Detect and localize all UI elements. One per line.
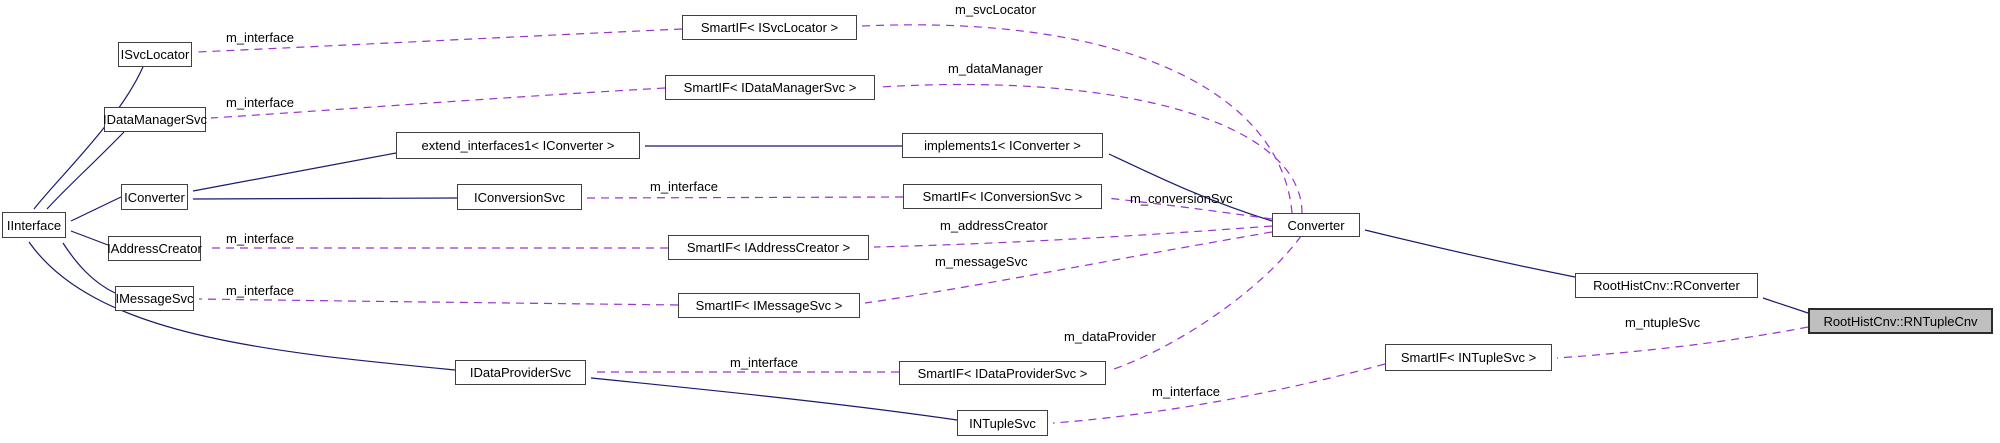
edge-label-m-interface-intuplesvc: m_interface (1152, 384, 1220, 399)
edge-inherit-iaddresscreator-iinterface (70, 230, 109, 246)
node-smartif-intuplesvc[interactable]: SmartIF< INTupleSvc > (1385, 344, 1552, 371)
edge-label-m-addresscreator: m_addressCreator (940, 218, 1048, 233)
edge-label-m-ntuplesvc: m_ntupleSvc (1625, 315, 1701, 330)
edge-label-m-interface-iaddresscreator: m_interface (226, 231, 294, 246)
node-roothistcnv-rntuplecnv: RootHistCnv::RNTupleCnv (1808, 308, 1993, 334)
edge-label-m-messagesvc: m_messageSvc (935, 254, 1028, 269)
node-iconverter[interactable]: IConverter (121, 184, 188, 210)
edge-use-smartifimessagesvc-imessagesvc (198, 298, 679, 306)
node-smartif-imessagesvc[interactable]: SmartIF< IMessageSvc > (678, 293, 860, 318)
edge-inherit-isvclocator-iinterface (33, 66, 144, 210)
edge-use-converter-smartifimessagesvc (864, 231, 1273, 304)
edge-label-m-interface-imessagesvc: m_interface (226, 283, 294, 298)
edge-inherit-iconverter-iinterface (70, 196, 122, 222)
node-smartif-iconversionsvc[interactable]: SmartIF< IConversionSvc > (903, 184, 1102, 209)
edge-use-smartifisvclocator-isvclocator (196, 28, 683, 53)
edge-inherit-extendinterfaces1-iconverter (192, 152, 397, 192)
edge-label-m-interface-idataprovidersvc: m_interface (730, 355, 798, 370)
node-smartif-idataprovidersvc[interactable]: SmartIF< IDataProviderSvc > (899, 361, 1106, 385)
node-isvclocator[interactable]: ISvcLocator (118, 42, 192, 67)
edge-use-rntuplecnv-smartifintuplesvc (1556, 326, 1809, 359)
edge-inherit-idataprovidersvc-iinterface (28, 241, 456, 371)
edge-use-smartifintuplesvc-intuplesvc (1052, 363, 1386, 424)
edge-inherit-idatamanagersvc-iinterface (46, 131, 125, 210)
edge-inherit-rconverter-converter (1364, 229, 1576, 278)
node-iconversionsvc[interactable]: IConversionSvc (457, 184, 582, 210)
edge-inherit-iconversionsvc-iconverter (192, 197, 458, 200)
edge-inherit-intuplesvc-idataprovidersvc (590, 377, 958, 421)
edge-use-converter-smartifiaddresscreator (873, 225, 1273, 248)
edge-label-m-datamanager: m_dataManager (948, 61, 1043, 76)
node-intuplesvc[interactable]: INTupleSvc (957, 410, 1048, 436)
node-iaddresscreator[interactable]: IAddressCreator (107, 236, 202, 261)
edge-use-converter-smartifiConversionsvc (1106, 197, 1273, 220)
node-smartif-iaddresscreator[interactable]: SmartIF< IAddressCreator > (668, 235, 869, 260)
edge-label-m-interface-iconversionsvc: m_interface (650, 179, 718, 194)
edge-inherit-converter-implements1 (1108, 153, 1273, 222)
edge-use-converter-smartifidataprovidersvc (1110, 235, 1302, 371)
edge-label-m-interface-isvclocator: m_interface (226, 30, 294, 45)
edge-inherit-rntuplecnv-rconverter (1762, 297, 1809, 314)
node-iinterface[interactable]: IInterface (2, 212, 66, 238)
node-converter[interactable]: Converter (1272, 213, 1360, 237)
edge-label-m-dataprovider: m_dataProvider (1064, 329, 1156, 344)
edge-label-m-conversionsvc: m_conversionSvc (1130, 191, 1233, 206)
node-idataprovidersvc[interactable]: IDataProviderSvc (455, 360, 586, 385)
node-smartif-isvclocator[interactable]: SmartIF< ISvcLocator > (682, 15, 857, 40)
edge-label-m-svclocator: m_svcLocator (955, 2, 1036, 17)
node-smartif-idatamanagersvc[interactable]: SmartIF< IDataManagerSvc > (665, 75, 875, 100)
node-idatamanagersvc[interactable]: IDataManagerSvc (103, 107, 207, 132)
node-extend-interfaces1[interactable]: extend_interfaces1< IConverter > (396, 132, 640, 159)
edge-use-smartifi}conversionsvc-iconversionsvc (586, 196, 904, 199)
edge-inherit-imessagesvc-iinterface (62, 242, 116, 294)
edge-use-smartifidatamanagersvc-idatamanagersvc (210, 87, 666, 119)
node-implements1[interactable]: implements1< IConverter > (902, 133, 1103, 158)
node-imessagesvc[interactable]: IMessageSvc (115, 286, 194, 311)
edge-use-converter-smartifisvclocator (861, 24, 1293, 214)
node-roothistcnv-rconverter[interactable]: RootHistCnv::RConverter (1575, 273, 1758, 298)
edge-label-m-interface-idatamanagersvc: m_interface (226, 95, 294, 110)
